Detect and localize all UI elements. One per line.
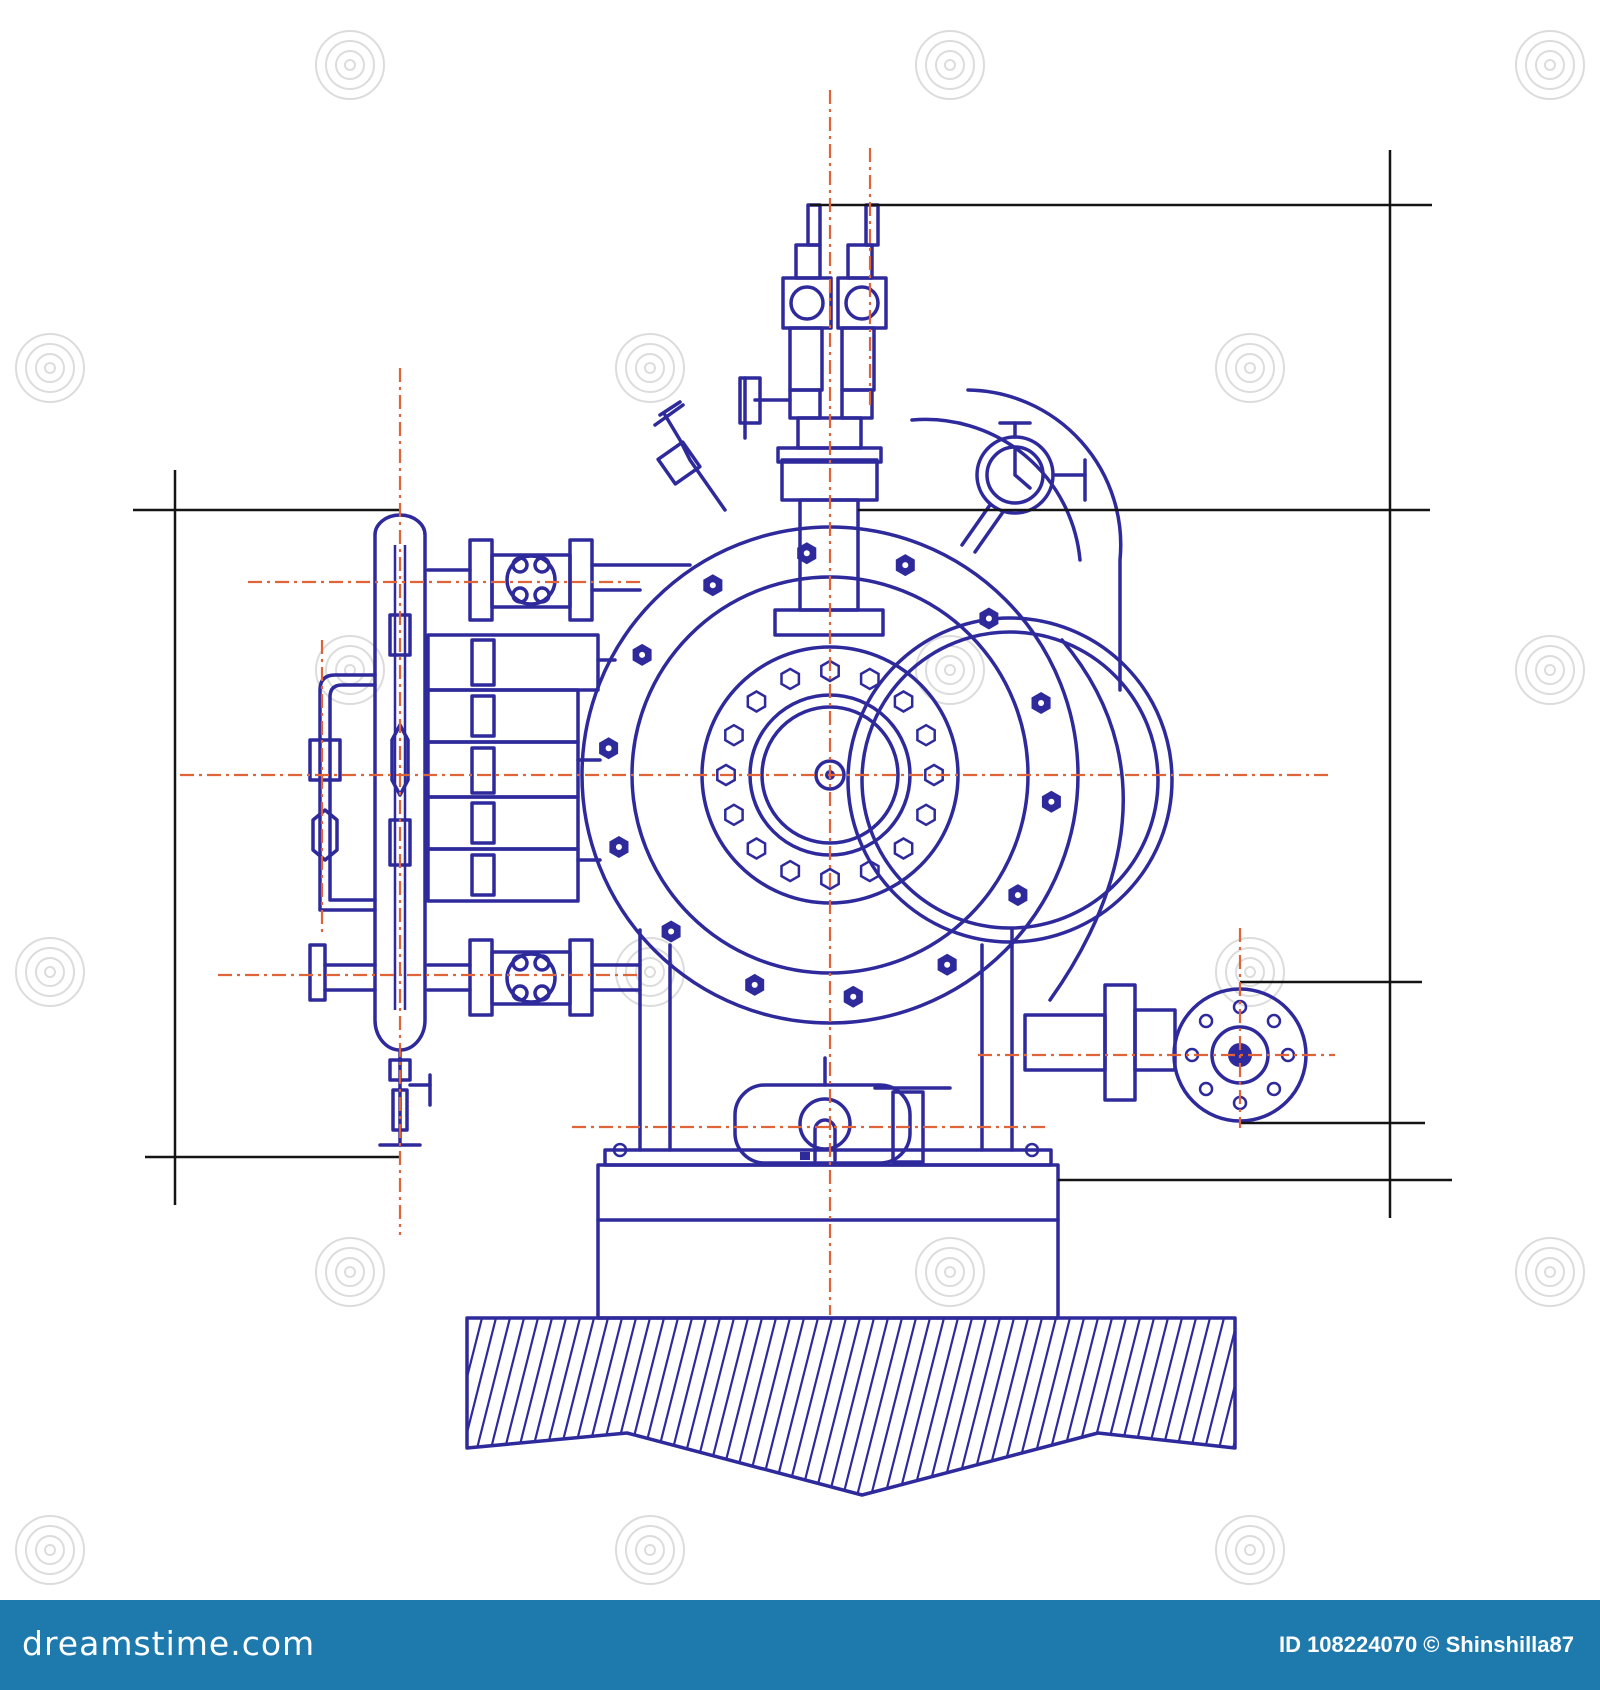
right-outlet-flange [1023,983,1308,1123]
upper-gate-valve [426,538,692,622]
left-angle-valve [653,400,727,512]
stock-footer-bar: dreamstime.com ID 108224070 © Shinshilla… [0,1600,1600,1690]
dimension-lines [133,150,1452,1218]
water-column [308,513,432,1147]
image-credit: ID 108224070 © Shinshilla87 [1278,1632,1574,1657]
left-valve-bank [426,633,617,903]
lower-gate-valve [426,938,642,1017]
watermark-pattern [15,30,1585,1585]
top-nozzle-assembly [738,203,888,637]
brand-wordmark[interactable]: dreamstime.com [22,1624,316,1663]
rear-drum [846,388,1174,1002]
boiler-blueprint-drawing [15,30,1585,1585]
pressure-gauge [960,421,1087,554]
ground-hatch [465,1316,1237,1497]
base-plinth [596,1142,1060,1320]
center-lines [180,90,1335,1315]
lower-tank-unit [733,1056,952,1165]
